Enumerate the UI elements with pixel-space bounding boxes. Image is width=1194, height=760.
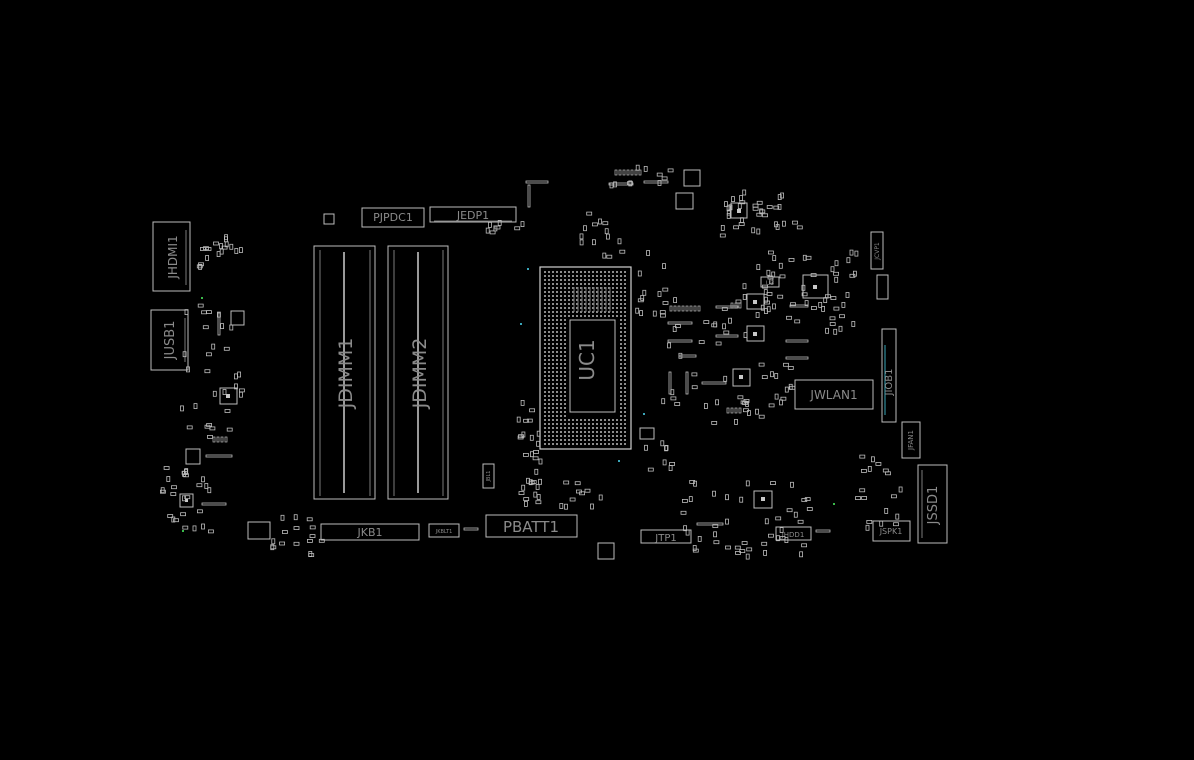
label-jcvp1: JCVP1: [874, 242, 881, 261]
label-jfan1: JFAN1: [907, 430, 915, 451]
label-pjpdc1: PJPDC1: [373, 211, 413, 224]
ic-top-right[interactable]: [730, 202, 748, 219]
label-jssd1: JSSD1: [926, 486, 941, 526]
label-jwlan1: JWLAN1: [809, 388, 857, 402]
ic-bottom-center[interactable]: [597, 542, 615, 560]
connector-jkblt1[interactable]: JKBLT1: [428, 523, 460, 538]
connector-jcvp1[interactable]: JCVP1: [870, 231, 884, 270]
ic-bottom-right[interactable]: [753, 490, 773, 509]
label-jedp1: JEDP1: [456, 209, 489, 222]
passive-components: [159, 164, 903, 560]
ic-cpu-side[interactable]: [639, 427, 655, 440]
ic-left-4[interactable]: [247, 521, 271, 540]
ic-left-1[interactable]: [219, 387, 238, 405]
connector-jssd1[interactable]: JSSD1: [917, 464, 948, 544]
connector-jedp1[interactable]: JEDP1: [429, 206, 517, 223]
ic-top-center[interactable]: [683, 169, 701, 187]
ic-ec[interactable]: [802, 274, 829, 299]
chip-uc1[interactable]: UC1: [539, 266, 632, 450]
connector-jbl1[interactable]: JBL1: [482, 463, 495, 489]
label-jiob1: JIOB1: [884, 369, 895, 397]
connector-jiob1[interactable]: JIOB1: [881, 328, 897, 423]
label-pbatt1: PBATT1: [503, 518, 559, 536]
label-jspk1: JSPK1: [879, 527, 903, 536]
ic-left-3[interactable]: [185, 448, 201, 465]
connector-jusb1[interactable]: JUSB1: [150, 309, 189, 371]
connector-jkb1[interactable]: JKB1: [320, 523, 420, 541]
bga-ball-grid: [544, 271, 626, 445]
label-jkb1: JKB1: [356, 526, 382, 539]
connector-pbatt1[interactable]: PBATT1: [485, 514, 578, 538]
ic-small-square[interactable]: [230, 310, 245, 326]
ic-top-center-2[interactable]: [675, 192, 694, 210]
connector-jtp1[interactable]: JTP1: [640, 529, 692, 544]
connector-jhdd1[interactable]: JHDD1: [775, 526, 812, 541]
slot-jdimm1[interactable]: JDIMM1: [313, 245, 376, 500]
connector-jfan1[interactable]: JFAN1: [901, 421, 921, 459]
label-jdimm1: JDIMM1: [335, 338, 357, 410]
slot-jdimm2[interactable]: JDIMM2: [387, 245, 449, 500]
connector-pjpdc1[interactable]: PJPDC1: [361, 207, 425, 228]
connector-jhdmi1[interactable]: JHDMI1: [152, 221, 191, 292]
label-jusb1: JUSB1: [163, 321, 178, 361]
connector-jwlan1[interactable]: JWLAN1: [794, 379, 874, 410]
label-jhdd1: JHDD1: [781, 531, 805, 539]
label-jdimm2: JDIMM2: [409, 338, 431, 410]
ic-mid-right-1[interactable]: [746, 293, 765, 310]
label-jtp1: JTP1: [654, 533, 676, 544]
connector-jspk1[interactable]: JSPK1: [872, 520, 911, 542]
label-jbl1: JBL1: [486, 471, 492, 483]
label-uc1: UC1: [575, 339, 599, 380]
label-jhdmi1: JHDMI1: [166, 235, 180, 279]
ic-mid-right-3[interactable]: [732, 368, 751, 387]
label-jkblt1: JKBLT1: [435, 529, 453, 535]
ic-left-2[interactable]: [179, 493, 194, 508]
